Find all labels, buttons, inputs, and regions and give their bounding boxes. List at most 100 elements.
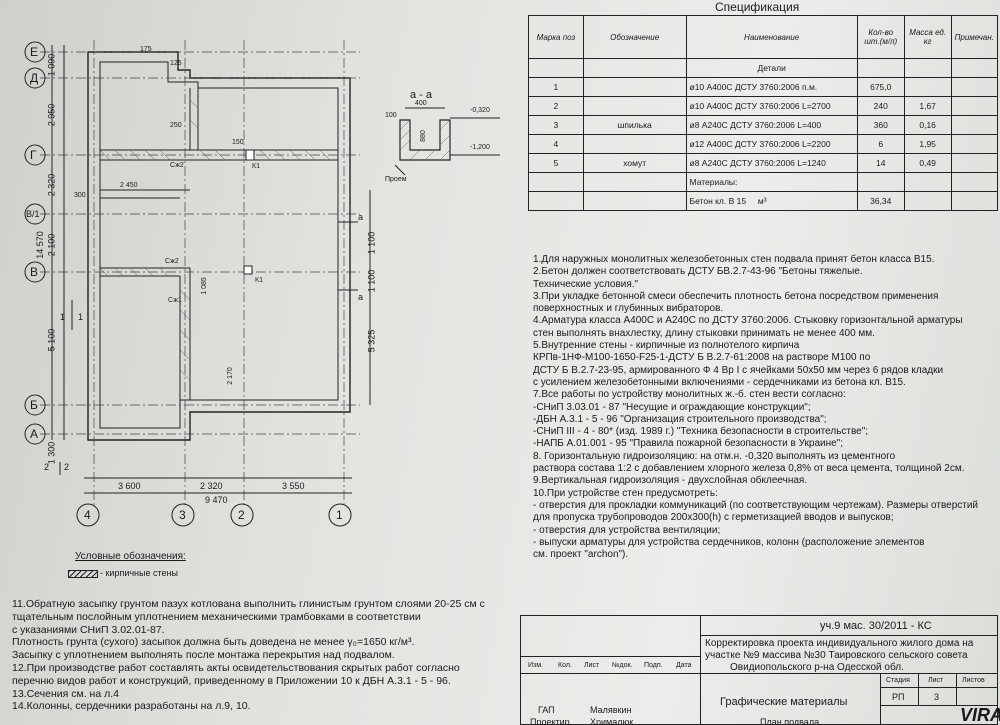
sheets-header: Листов [962,677,985,684]
axis-label-d: Д [30,71,39,85]
spec-section-parts: Детали [685,58,858,78]
spec-header: Марка поз [528,15,584,59]
title-block-vline [918,673,919,705]
note-line: 8. Горизонтальную гидроизоляцию: на отм.… [533,450,896,462]
title-block-divider [520,673,998,674]
role-gap: ГАП [538,705,555,715]
dim-inner-125: 125 [170,60,182,67]
spec-cell: 1 [528,77,584,97]
title-block-rev-area [520,615,700,657]
spec-cell: 360 [856,115,905,135]
title-block-vline [956,673,957,705]
note-line: -СНиП III - 4 - 80* (изд. 1989 г.) "Техн… [533,426,869,438]
section-label-opening: Проем [385,176,407,183]
spec-cell: 3 [528,115,584,135]
note-line: см. проект "archon"). [533,549,629,561]
spec-table: Марка поз Обозначение Наименование Кол-в… [528,15,999,211]
spec-cell: ø12 А400С ДСТУ 3760:2006 L=2200 [685,134,858,154]
legend-item: - кирпичные стены [100,568,178,578]
spec-cell: шпилька [582,115,687,135]
table-row: 5 хомут ø8 А240С ДСТУ 3760:2006 L=1240 1… [528,153,999,173]
spec-section-materials: Материалы: [685,172,858,192]
note-line: 12.При производстве работ составлять акт… [12,661,460,674]
mark-a-top: а [358,212,364,222]
note-line: -СНиП 3.03.01 - 87 "Несущие и ограждающи… [533,401,811,413]
dim-inner-300: 300 [74,192,86,199]
spec-section-row: Детали [528,58,999,78]
section-level-bottom: -1,200 [470,144,490,151]
dim-bottom-3: 3 550 [282,481,305,491]
axis-label-b: Б [30,398,38,412]
doc-code-row [700,615,998,636]
note-line: Засыпку с уплотнением выполнять после мо… [12,649,395,662]
spec-cell [582,96,687,116]
spec-cell [582,77,687,97]
note-line: 1.Для наружных монолитных железобетонных… [533,254,935,265]
mark-1-left: 1 [60,312,66,322]
role-gap-name: Малявкин [590,705,632,715]
col-list: Лист [584,662,600,669]
dim-inner-250: 250 [170,122,182,129]
basement-plan [24,40,371,527]
spec-cell: 0,16 [903,115,952,135]
spec-cell [903,77,952,97]
col-data: Дата [676,662,692,669]
project-line-2: участке №9 массива №30 Таировского сельс… [705,650,968,661]
spec-cell: 1,67 [903,96,952,116]
note-line: для пропуска трубопроводов 200x300(h) с … [533,512,894,524]
dim-left-5: 5 100 [46,328,57,352]
col-kol: Кол. [558,662,572,669]
section-name: Графические материалы [720,696,848,708]
spec-cell: 6 [856,134,905,154]
note-line: -НАПБ А.01.001 - 95 "Правила пожарной бе… [533,438,844,450]
note-line: раствора состава 1:2 с добавлением хлорн… [533,463,965,475]
col-ndoc: №док. [612,662,633,669]
note-line: Технические условия." [533,278,639,290]
note-line: 4.Арматура класса А400С и А240С по ДСТУ … [533,315,963,327]
mark-k1-top: К1 [252,163,260,170]
title-block-vline [700,615,701,725]
dim-inner-175: 175 [140,46,152,53]
table-row: 4 ø12 А400С ДСТУ 3760:2006 L=2200 6 1,95 [528,134,999,154]
note-line: Плотность грунта (сухого) засыпок должна… [12,636,415,649]
spec-header: Обозначение [582,15,687,59]
note-line: 13.Сечения см. на л.4 [12,687,119,700]
dim-right-1: 1 100 [366,231,377,255]
table-row: 3 шпилька ø8 А240С ДСТУ 3760:2006 L=400 … [528,115,999,135]
company-logo: VIRAT [960,705,1000,725]
note-line: КРПв-1НФ-М100-1650-F25-1-ДСТУ Б В.2.7-61… [533,352,871,364]
dim-bottom-total: 9 470 [205,495,228,505]
spec-concrete-unit: м³ [757,196,767,206]
dim-left-total: 14 570 [34,231,45,259]
spec-section-row: Материалы: [528,172,999,192]
spec-title: Спецификация [715,0,800,14]
dim-right-2: 1 100 [366,269,377,293]
spec-cell: ø8 А240С ДСТУ 3760:2006 L=400 [685,115,858,135]
axis-label-4: 4 [84,508,91,522]
axis-label-v: В [30,265,39,279]
note-line: - отверстия для устройства вентиляции; [533,524,721,536]
mark-2-left: 2 [44,462,50,472]
dim-inner-2450: 2 450 [120,182,138,189]
dim-right-3: 5 325 [366,329,377,353]
note-line: 10.При устройстве стен предусмотреть: [533,487,718,499]
mark-szh1: Сж1 [168,297,182,304]
sheet-title: План подвала [760,717,820,725]
spec-cell: 36,34 [856,191,905,211]
col-podp: Подп. [644,662,663,669]
axis-label-v1: В/1 [26,209,40,219]
table-row: Бетон кл. В 15 м³ 36,34 [528,191,999,211]
spec-header: Примечан. [950,15,999,59]
spec-cell: 0,49 [903,153,952,173]
spec-header: Наименование [685,15,858,59]
mark-2-right: 2 [64,462,70,472]
note-line: 3.При укладке бетонной смеси обеспечить … [533,290,939,302]
dim-left-1: 1 090 [46,53,57,77]
mark-szh2-top: Сж2 [170,162,184,169]
axis-label-e: Е [30,45,39,59]
axis-label-a: А [30,427,39,441]
legend-title: Условные обозначения: [75,551,186,562]
spec-cell: ø10 А400С ДСТУ 3760:2006 п.м. [685,77,858,97]
stage-header: Стадия [886,677,910,684]
